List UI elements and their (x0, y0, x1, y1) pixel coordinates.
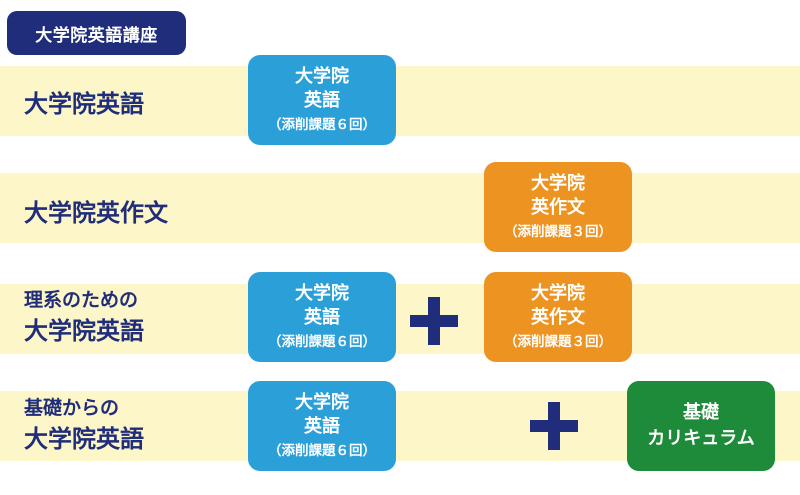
row-band-3 (0, 284, 800, 354)
row-label-4-line2: 大学院英語 (24, 425, 144, 453)
course-english-note: （添削課題６回） (268, 117, 376, 133)
course-english-box: 大学院 英語 （添削課題６回） (248, 381, 396, 471)
course-composition-note: （添削課題３回） (504, 334, 612, 350)
course-composition-box: 大学院 英作文 （添削課題３回） (484, 272, 632, 362)
row-label-3-line1: 理系のための (24, 289, 139, 311)
course-english-note: （添削課題６回） (268, 334, 376, 350)
row-label-4: 基礎からの 大学院英語 (24, 394, 144, 456)
row-label-3: 理系のための 大学院英語 (24, 286, 144, 348)
course-english-note: （添削課題６回） (268, 443, 376, 459)
course-basic-box: 基礎 カリキュラム (627, 381, 775, 471)
course-english-line1: 大学院 (295, 66, 349, 87)
course-composition-box: 大学院 英作文 （添削課題３回） (484, 162, 632, 252)
course-english-line2: 英語 (304, 416, 340, 437)
course-english-line1: 大学院 (295, 392, 349, 413)
row-label-4-line1: 基礎からの (24, 397, 120, 419)
course-english-line2: 英語 (304, 307, 340, 328)
course-english-box: 大学院 英語 （添削課題６回） (248, 272, 396, 362)
course-composition-line1: 大学院 (531, 173, 585, 194)
plus-icon (530, 402, 578, 450)
row-band-1 (0, 66, 800, 136)
course-composition-line2: 英作文 (531, 197, 585, 218)
course-basic-line1: 基礎 (683, 402, 719, 423)
course-english-line1: 大学院 (295, 283, 349, 304)
course-basic-line2: カリキュラム (647, 428, 755, 449)
course-composition-note: （添削課題３回） (504, 224, 612, 240)
course-english-box: 大学院 英語 （添削課題６回） (248, 55, 396, 145)
course-english-line2: 英語 (304, 90, 340, 111)
course-composition-line1: 大学院 (531, 283, 585, 304)
row-label-2: 大学院英作文 (24, 199, 168, 227)
row-band-2 (0, 173, 800, 243)
row-label-3-line2: 大学院英語 (24, 317, 144, 345)
row-label-1: 大学院英語 (24, 90, 144, 118)
course-composition-line2: 英作文 (531, 307, 585, 328)
course-title-badge: 大学院英語講座 (7, 11, 186, 55)
plus-icon (410, 297, 458, 345)
